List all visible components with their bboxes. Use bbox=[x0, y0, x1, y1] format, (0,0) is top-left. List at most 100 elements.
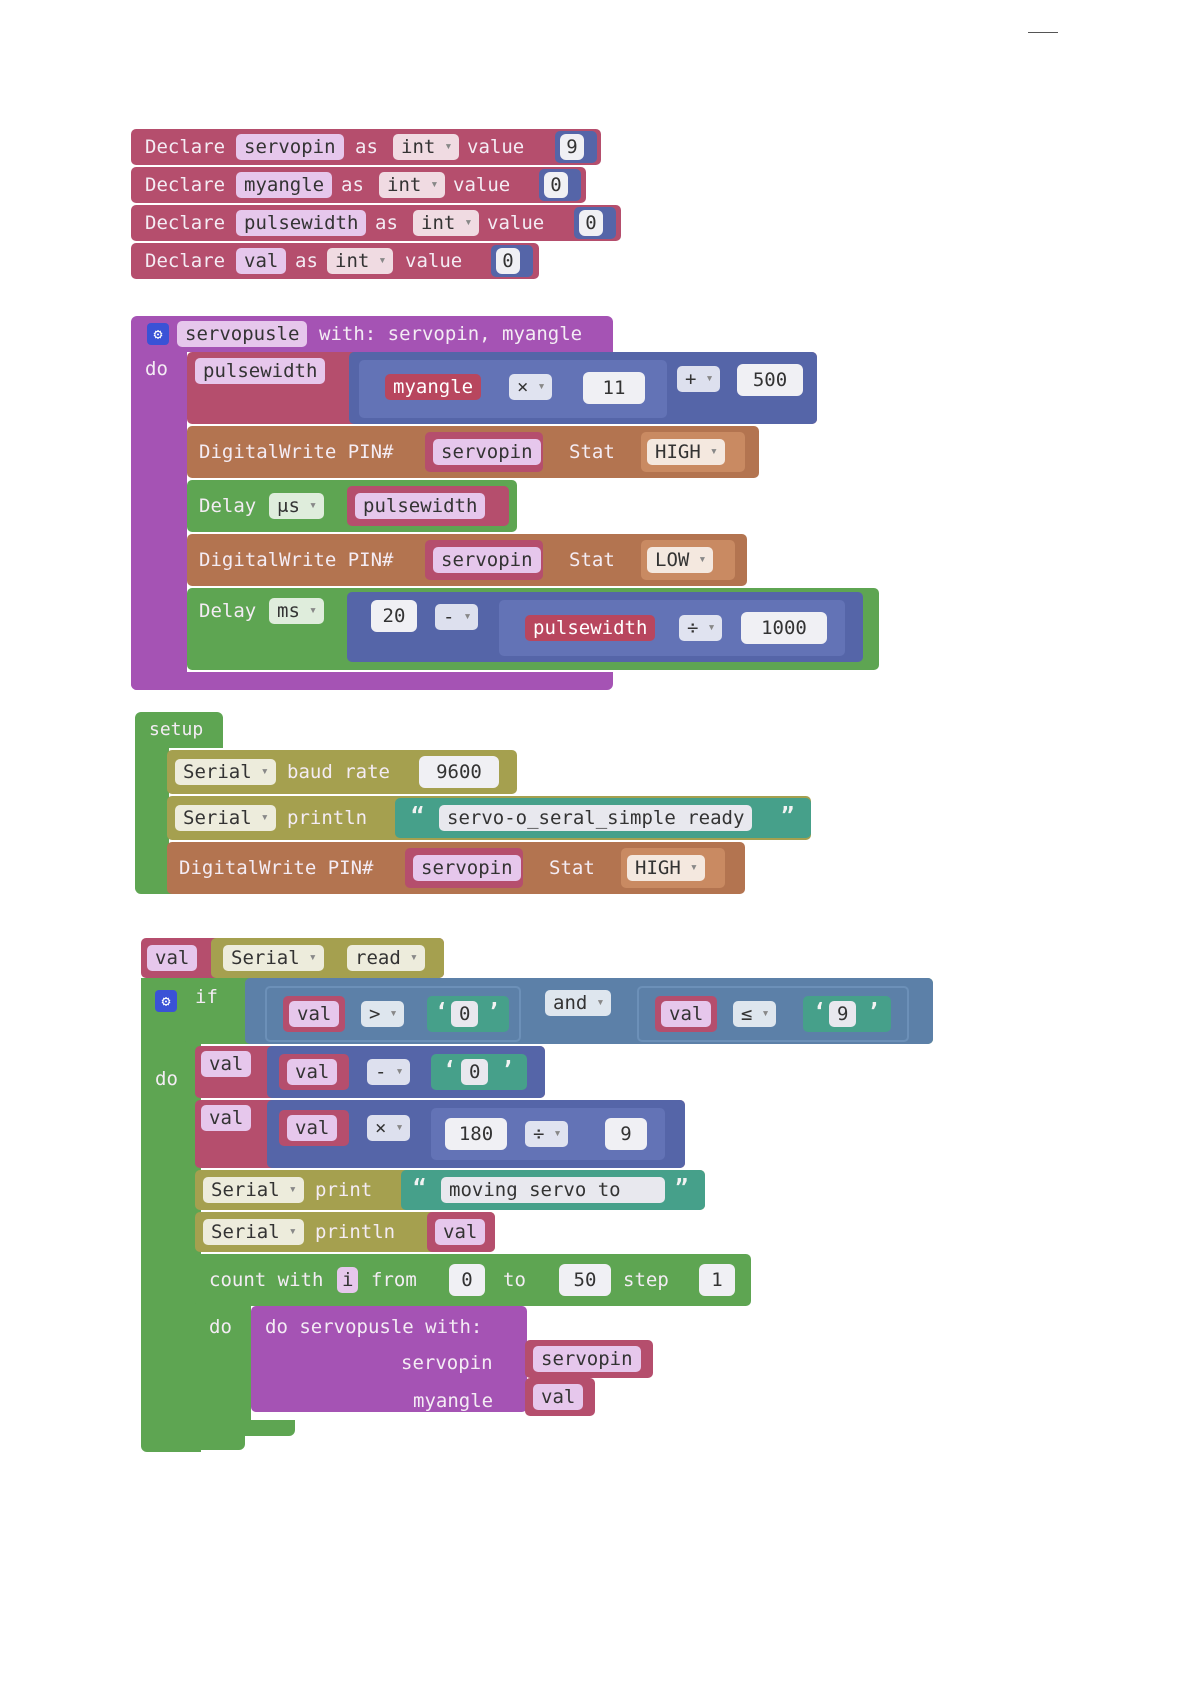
and-operation-block[interactable]: val > ‘ 0 ’ and val ≤ ‘ 9 ’ bbox=[245, 978, 933, 1044]
function-header[interactable]: ⚙ servopusle with: servopin, myangle bbox=[131, 316, 613, 352]
declare-type-dropdown[interactable]: int bbox=[413, 210, 480, 236]
variable-field[interactable]: val bbox=[287, 1059, 338, 1085]
variable-field[interactable]: servopin bbox=[433, 439, 541, 465]
loop-variable-field[interactable]: i bbox=[337, 1267, 359, 1293]
string-block[interactable]: “ servo-o_seral_simple ready ” bbox=[395, 798, 811, 838]
baud-rate-field[interactable]: 9600 bbox=[419, 756, 499, 788]
number-block[interactable]: 0 bbox=[491, 245, 533, 277]
digital-write-block[interactable]: DigitalWrite PIN# servopin Stat LOW bbox=[187, 534, 747, 586]
serial-port-dropdown[interactable]: Serial bbox=[203, 1177, 304, 1203]
subtract-operation-block[interactable]: val - ‘ 0 ’ bbox=[267, 1046, 545, 1098]
multiply-operation-block[interactable]: val × 180 ÷ 9 bbox=[267, 1100, 685, 1168]
variable-field[interactable]: val bbox=[201, 1105, 252, 1131]
function-name-field[interactable]: servopusle bbox=[177, 321, 308, 347]
if-block-rail[interactable]: ⚙ do bbox=[141, 978, 201, 1452]
string-block[interactable]: “ moving servo to ” bbox=[401, 1170, 705, 1210]
number-block[interactable]: 0 bbox=[539, 169, 581, 201]
from-number-field[interactable]: 0 bbox=[449, 1264, 485, 1296]
state-block[interactable]: HIGH bbox=[641, 432, 745, 472]
number-block[interactable]: 0 bbox=[574, 207, 616, 239]
char-field[interactable]: 0 bbox=[461, 1059, 489, 1085]
number-field[interactable]: 1000 bbox=[741, 612, 827, 644]
variable-field[interactable]: val bbox=[147, 945, 198, 971]
state-dropdown[interactable]: LOW bbox=[647, 547, 714, 573]
operator-dropdown[interactable]: ÷ bbox=[679, 615, 723, 641]
operator-dropdown[interactable]: - bbox=[435, 604, 479, 630]
declare-block-pulsewidth[interactable]: Declare pulsewidth as int value 0 bbox=[131, 205, 621, 241]
state-block[interactable]: HIGH bbox=[621, 848, 725, 888]
variable-field[interactable]: val bbox=[661, 1001, 712, 1027]
divide-operation-block[interactable]: 180 ÷ 9 bbox=[431, 1108, 665, 1160]
variable-field[interactable]: pulsewidth bbox=[355, 493, 486, 519]
number-field[interactable]: 180 bbox=[445, 1118, 507, 1150]
assign-val-block[interactable]: val val - ‘ 0 ’ bbox=[195, 1046, 545, 1098]
variable-field[interactable]: val bbox=[201, 1051, 252, 1077]
variable-field[interactable]: servopin bbox=[533, 1346, 641, 1372]
gear-icon[interactable]: ⚙ bbox=[155, 990, 177, 1012]
declare-name-field[interactable]: myangle bbox=[236, 172, 333, 198]
delay-ms-block[interactable]: Delay ms 20 - pulsewidth ÷ 1000 bbox=[187, 588, 879, 670]
serial-println-block[interactable]: Serial println “ servo-o_seral_simple re… bbox=[167, 796, 811, 840]
read-dropdown[interactable]: read bbox=[347, 945, 425, 971]
declare-type-dropdown[interactable]: int bbox=[393, 134, 460, 160]
declare-type-dropdown[interactable]: int bbox=[327, 248, 394, 274]
gear-icon[interactable]: ⚙ bbox=[147, 323, 169, 345]
count-with-block[interactable]: count with i from 0 to 50 step 1 bbox=[195, 1254, 751, 1306]
delay-variable-block[interactable]: pulsewidth bbox=[347, 486, 509, 526]
state-dropdown[interactable]: HIGH bbox=[627, 855, 705, 881]
variable-block[interactable]: val bbox=[283, 996, 345, 1032]
operator-dropdown[interactable]: > bbox=[361, 1001, 405, 1027]
serial-print-block[interactable]: Serial print “ moving servo to ” bbox=[195, 1170, 705, 1210]
declare-block-myangle[interactable]: Declare myangle as int value 0 bbox=[131, 167, 586, 203]
number-field[interactable]: 0 bbox=[544, 172, 568, 198]
number-field[interactable]: 9 bbox=[605, 1118, 647, 1150]
operator-dropdown[interactable]: - bbox=[367, 1059, 411, 1085]
pin-variable-block[interactable]: servopin bbox=[405, 848, 523, 888]
delay-unit-dropdown[interactable]: ms bbox=[269, 598, 324, 624]
char-field[interactable]: 0 bbox=[451, 1001, 479, 1027]
number-field[interactable]: 500 bbox=[737, 364, 803, 396]
variable-field[interactable]: val bbox=[533, 1384, 584, 1410]
declare-name-field[interactable]: pulsewidth bbox=[236, 210, 367, 236]
char-block[interactable]: ‘ 9 ’ bbox=[803, 996, 891, 1032]
state-dropdown[interactable]: HIGH bbox=[647, 439, 725, 465]
number-field[interactable]: 20 bbox=[371, 600, 417, 632]
step-number-field[interactable]: 1 bbox=[699, 1264, 735, 1296]
variable-block[interactable]: val bbox=[427, 1212, 495, 1252]
assign-pulsewidth-block[interactable]: pulsewidth myangle × 11 + 500 bbox=[187, 352, 817, 424]
variable-field[interactable]: pulsewidth bbox=[525, 615, 656, 641]
serial-begin-block[interactable]: Serial baud rate 9600 bbox=[167, 750, 517, 794]
if-condition-row[interactable]: if val > ‘ 0 ’ and val ≤ ‘ bbox=[185, 978, 933, 1044]
serial-port-dropdown[interactable]: Serial bbox=[175, 759, 276, 785]
number-field[interactable]: 11 bbox=[583, 372, 645, 404]
digital-write-block[interactable]: DigitalWrite PIN# servopin Stat HIGH bbox=[187, 426, 759, 478]
declare-block-val[interactable]: Declare val as int value 0 bbox=[131, 243, 539, 279]
serial-read-block[interactable]: Serial read bbox=[211, 938, 444, 978]
variable-block[interactable]: val bbox=[655, 996, 717, 1032]
operator-dropdown[interactable]: ≤ bbox=[733, 1001, 777, 1027]
arg-variable-block[interactable]: val bbox=[525, 1378, 595, 1416]
char-field[interactable]: 9 bbox=[829, 1001, 857, 1027]
declare-block-servopin[interactable]: Declare servopin as int value 9 bbox=[131, 129, 601, 165]
delay-us-block[interactable]: Delay μs pulsewidth bbox=[187, 480, 517, 532]
state-block[interactable]: LOW bbox=[641, 540, 735, 580]
delay-unit-dropdown[interactable]: μs bbox=[269, 493, 324, 519]
compare-le-block[interactable]: val ≤ ‘ 9 ’ bbox=[637, 986, 909, 1042]
declare-name-field[interactable]: val bbox=[236, 248, 287, 274]
variable-field[interactable]: val bbox=[289, 1001, 340, 1027]
variable-field[interactable]: myangle bbox=[385, 374, 482, 400]
variable-field[interactable]: val bbox=[287, 1115, 338, 1141]
operator-dropdown[interactable]: ÷ bbox=[525, 1121, 569, 1147]
char-block[interactable]: ‘ 0 ’ bbox=[431, 1054, 527, 1090]
variable-field[interactable]: pulsewidth bbox=[195, 358, 326, 384]
digital-write-block[interactable]: DigitalWrite PIN# servopin Stat HIGH bbox=[167, 842, 745, 894]
serial-port-dropdown[interactable]: Serial bbox=[203, 1219, 304, 1245]
assign-val-block[interactable]: val Serial read bbox=[141, 938, 444, 978]
subtract-operation-block[interactable]: 20 - pulsewidth ÷ 1000 bbox=[347, 592, 863, 662]
serial-port-dropdown[interactable]: Serial bbox=[175, 805, 276, 831]
number-field[interactable]: 0 bbox=[496, 248, 520, 274]
multiply-operation-block[interactable]: myangle × 11 bbox=[359, 360, 667, 418]
logic-dropdown[interactable]: and bbox=[545, 990, 612, 1016]
number-field[interactable]: 0 bbox=[579, 210, 603, 236]
add-operation-block[interactable]: myangle × 11 + 500 bbox=[349, 352, 817, 424]
